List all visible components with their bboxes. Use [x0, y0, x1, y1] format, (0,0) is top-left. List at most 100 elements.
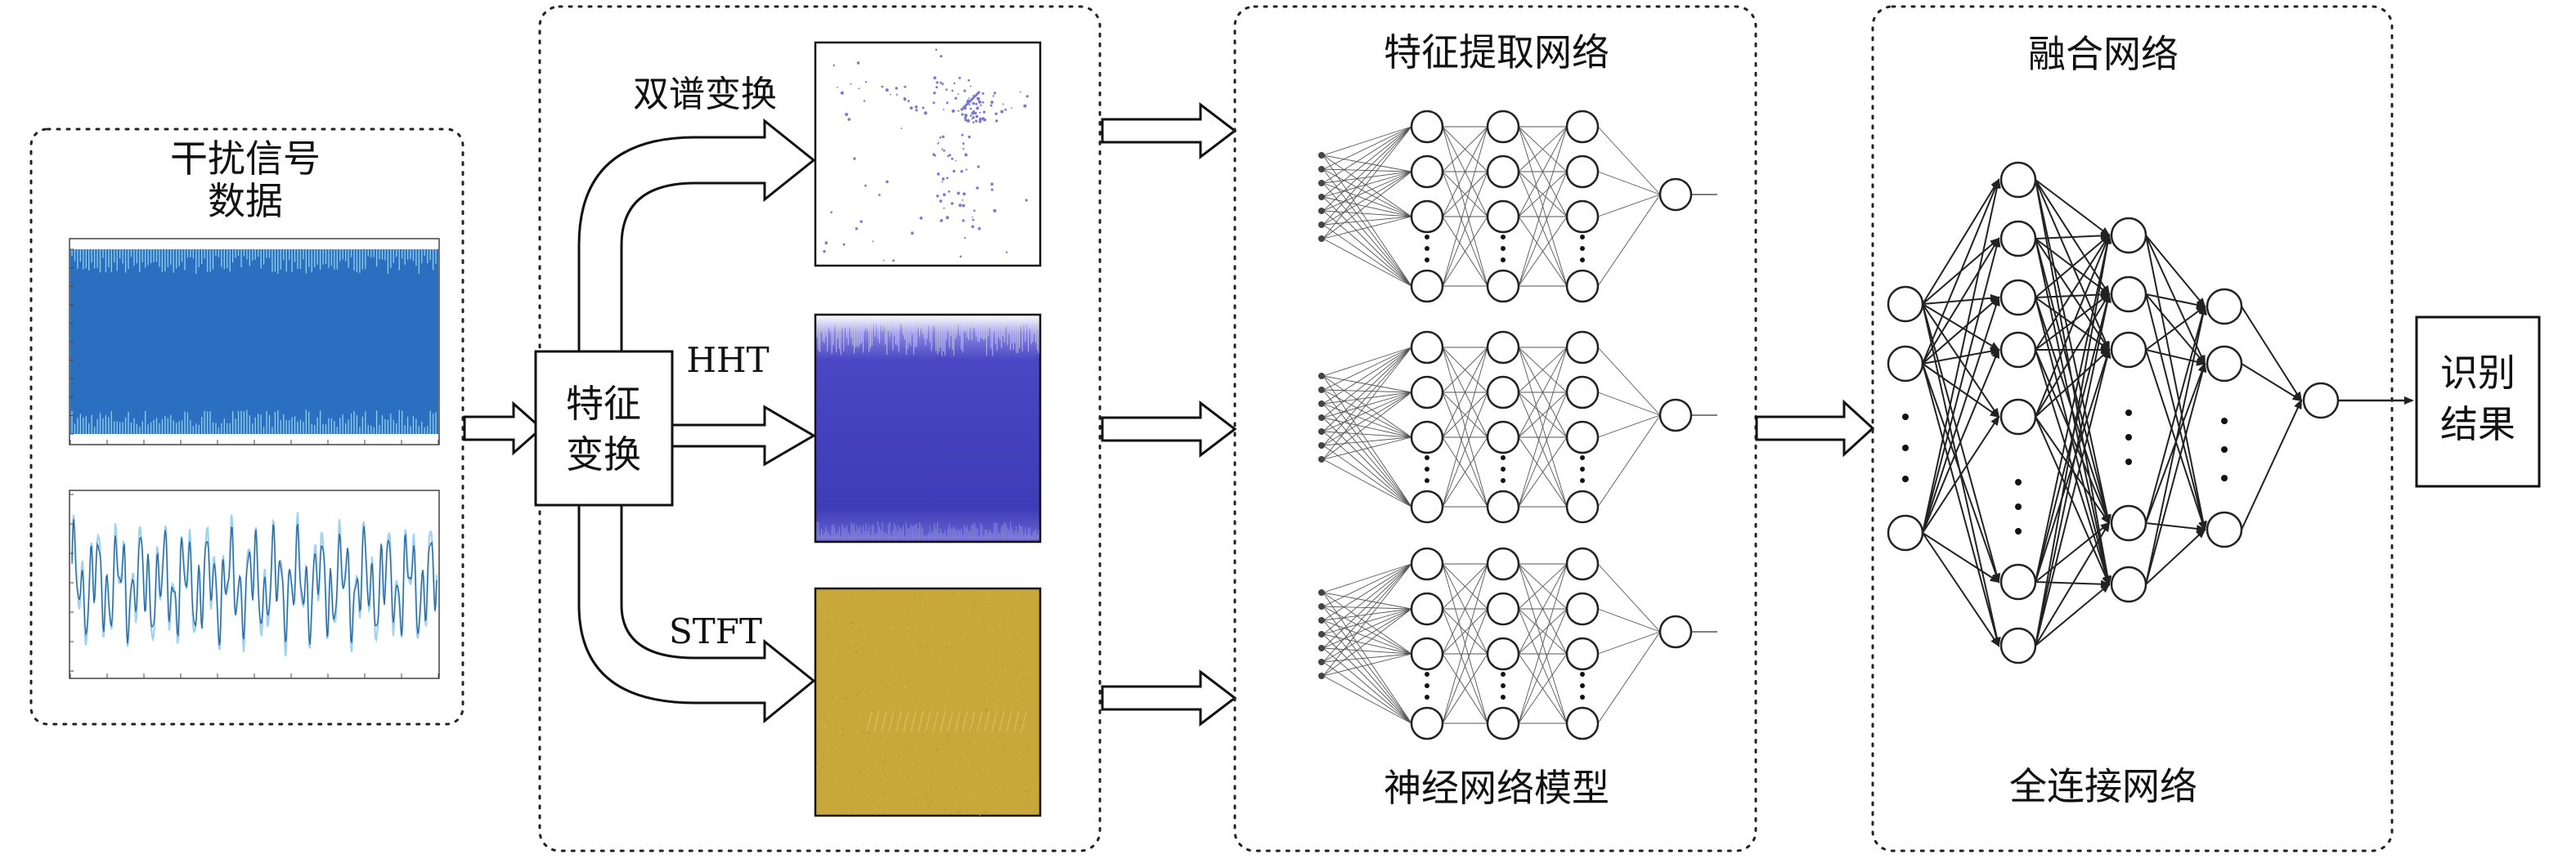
bispectrum-point — [941, 135, 945, 138]
stft-noise — [876, 766, 877, 768]
bispectrum-point — [907, 100, 910, 103]
input-node — [1318, 180, 1325, 186]
stft-noise — [822, 766, 824, 767]
curved-arrow-to-stft — [577, 503, 816, 724]
connection — [1322, 196, 1412, 217]
stft-noise — [904, 686, 906, 688]
stft-noise — [880, 611, 882, 613]
stft-noise — [863, 793, 865, 795]
stft-harmonic — [888, 710, 895, 732]
bispectrum-point — [1004, 108, 1008, 111]
connection — [1322, 154, 1412, 217]
fc-connection — [1922, 532, 2000, 584]
connection — [1597, 126, 1661, 195]
bispectrum-point — [939, 199, 943, 203]
neuron — [1486, 637, 1520, 671]
input-node — [1318, 589, 1325, 596]
bispectrum-point — [1000, 110, 1004, 114]
connection — [1442, 653, 1488, 724]
stft-noise — [1028, 671, 1030, 673]
ellipsis-dot — [1501, 683, 1506, 688]
stft-noise — [988, 591, 990, 593]
stft-noise — [831, 614, 833, 616]
arrow-to-hht — [671, 405, 816, 467]
stft-noise — [1014, 609, 1016, 611]
stft-noise — [824, 726, 827, 728]
bispectrum-point — [864, 81, 868, 83]
connection — [1322, 608, 1412, 621]
stft-noise — [943, 608, 945, 611]
ellipsis-dot — [1580, 683, 1585, 688]
connection — [1322, 417, 1412, 438]
bispectrum-point — [900, 128, 903, 130]
ellipsis-dot — [1425, 695, 1429, 700]
stft-noise — [833, 617, 836, 620]
ellipsis-dot — [2125, 434, 2132, 441]
fc-connection — [2145, 305, 2206, 351]
bispectrum-point — [961, 113, 964, 116]
signal-axis-ticks-top — [70, 248, 439, 445]
bispectrum-point — [981, 101, 984, 104]
stft-noise — [974, 639, 976, 642]
stft-noise — [1003, 622, 1006, 624]
stft-noise — [992, 630, 994, 633]
input-node — [1318, 414, 1325, 421]
connection — [1597, 414, 1661, 438]
connection — [1518, 347, 1568, 508]
connection — [1322, 171, 1412, 198]
bispectrum-point — [941, 83, 945, 86]
bispectrum-point — [969, 114, 972, 117]
bispectrum-point — [994, 112, 998, 115]
connection — [1322, 608, 1412, 649]
connection — [1322, 347, 1412, 418]
stft-noise — [871, 656, 873, 659]
ellipsis-dot — [1425, 257, 1429, 262]
stft-noise — [833, 638, 836, 641]
ellipsis-dot — [1501, 695, 1506, 700]
connection — [1597, 414, 1661, 508]
connection — [1442, 608, 1488, 724]
connection — [1597, 608, 1661, 633]
stft-noise — [867, 744, 869, 746]
bispectrum-point — [957, 191, 960, 195]
stft-noise — [954, 611, 957, 614]
fc-connection — [2035, 348, 2112, 646]
stft-noise — [970, 792, 972, 794]
stft-harmonic — [976, 710, 983, 732]
bispectrum-point — [823, 249, 826, 253]
fc-connection — [2035, 179, 2112, 525]
fc-connection — [2145, 362, 2207, 585]
stft-noise — [843, 697, 846, 700]
bispectrum-point — [847, 118, 851, 121]
fc-neuron — [1887, 285, 1924, 323]
feature-network-1 — [1318, 110, 1717, 303]
stft-noise — [819, 771, 822, 773]
stft-noise — [828, 593, 831, 596]
connection — [1442, 608, 1488, 655]
stft-noise — [911, 749, 913, 751]
bispectrum-frame — [814, 41, 1042, 267]
stft-noise — [836, 696, 838, 699]
stft-noise — [856, 651, 859, 654]
fc-connection — [2035, 234, 2111, 298]
input-node — [1318, 152, 1325, 159]
stft-noise — [850, 621, 853, 624]
stft-noise — [931, 619, 933, 621]
fusion-network-caption: 全连接网络 — [2009, 764, 2197, 808]
bispectrum-point — [950, 202, 954, 205]
stft-noise — [927, 731, 929, 733]
stft-noise — [867, 731, 869, 733]
fc-connection — [2035, 293, 2112, 646]
stft-noise — [970, 660, 972, 663]
stft-noise — [859, 615, 861, 617]
stft-harmonic — [999, 710, 1005, 732]
bispectrum-point — [904, 85, 907, 88]
bispectrum-point — [941, 148, 944, 150]
bispectrum-point — [981, 92, 985, 95]
output-neuron — [1658, 615, 1693, 649]
stft-noise — [877, 663, 879, 665]
bispectrum-point — [858, 87, 860, 90]
bispectrum-point — [1002, 103, 1004, 105]
stft-noise — [898, 704, 900, 706]
ellipsis-dot — [1501, 455, 1506, 460]
